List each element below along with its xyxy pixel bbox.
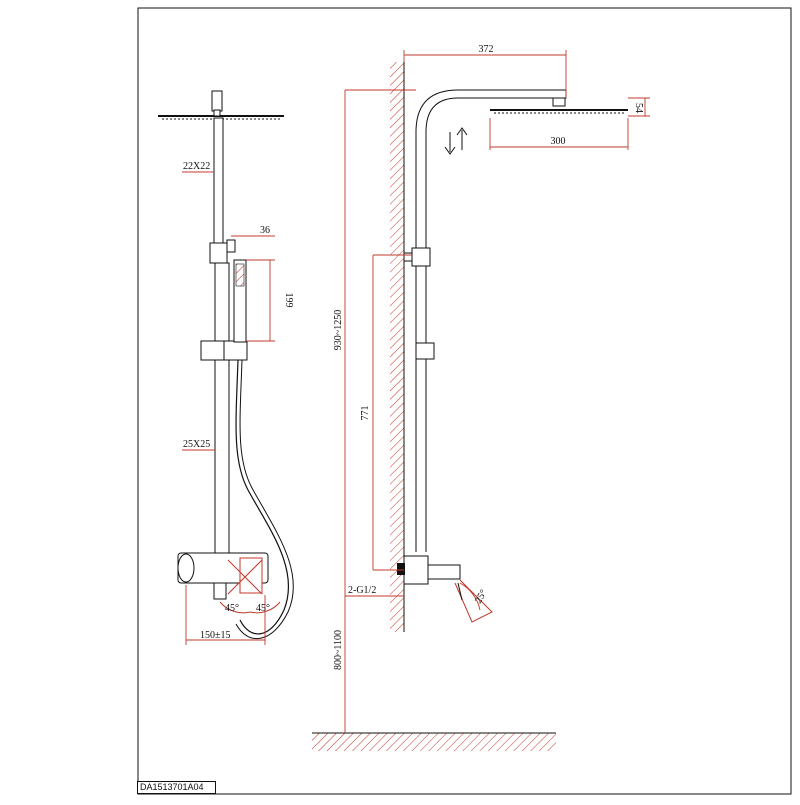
side-head-thickness: 54 xyxy=(633,103,644,113)
front-view xyxy=(158,90,294,639)
side-dimension-lines xyxy=(344,50,650,733)
side-mount-height-range: 800~1100 xyxy=(333,630,344,670)
side-slide-height: 771 xyxy=(360,406,371,421)
front-handle-angle-left: 45° xyxy=(225,603,239,614)
front-holder-offset: 36 xyxy=(260,225,270,236)
front-upper-tube-size: 22X22 xyxy=(183,161,210,172)
side-slide-holder xyxy=(415,342,435,360)
side-head-width: 300 xyxy=(551,136,566,147)
front-lower-riser xyxy=(214,262,230,554)
side-mixer-valve xyxy=(397,555,493,623)
front-rain-head xyxy=(158,90,284,120)
front-hand-shower-length: 199 xyxy=(283,293,294,308)
front-upper-riser xyxy=(213,117,224,244)
front-upper-clamp xyxy=(209,242,228,264)
drawing-frame xyxy=(137,7,792,795)
side-inlet-thread: 2-G1/2 xyxy=(348,585,376,596)
front-lower-tube-size: 25X25 xyxy=(183,439,210,450)
drawing-code-label: DA1513701A04 xyxy=(137,781,216,794)
side-floor xyxy=(312,733,556,751)
front-hand-shower xyxy=(233,259,247,343)
front-hose xyxy=(235,359,290,635)
side-wall xyxy=(390,62,404,632)
front-angle-arc-left xyxy=(219,601,251,614)
front-handle-angle-right: 45° xyxy=(256,603,270,614)
front-mixer-valve xyxy=(177,552,269,600)
side-upper-clamp xyxy=(411,247,431,267)
up-down-arrows-icon xyxy=(444,127,468,155)
side-head-reach: 372 xyxy=(479,44,494,55)
side-view xyxy=(397,89,628,623)
side-shower-arm xyxy=(415,89,567,552)
side-total-height-range: 930~1250 xyxy=(333,310,344,350)
front-dimension-lines xyxy=(182,171,275,645)
front-inlet-spacing: 150±15 xyxy=(200,630,231,641)
front-angle-arc-right xyxy=(249,601,281,614)
